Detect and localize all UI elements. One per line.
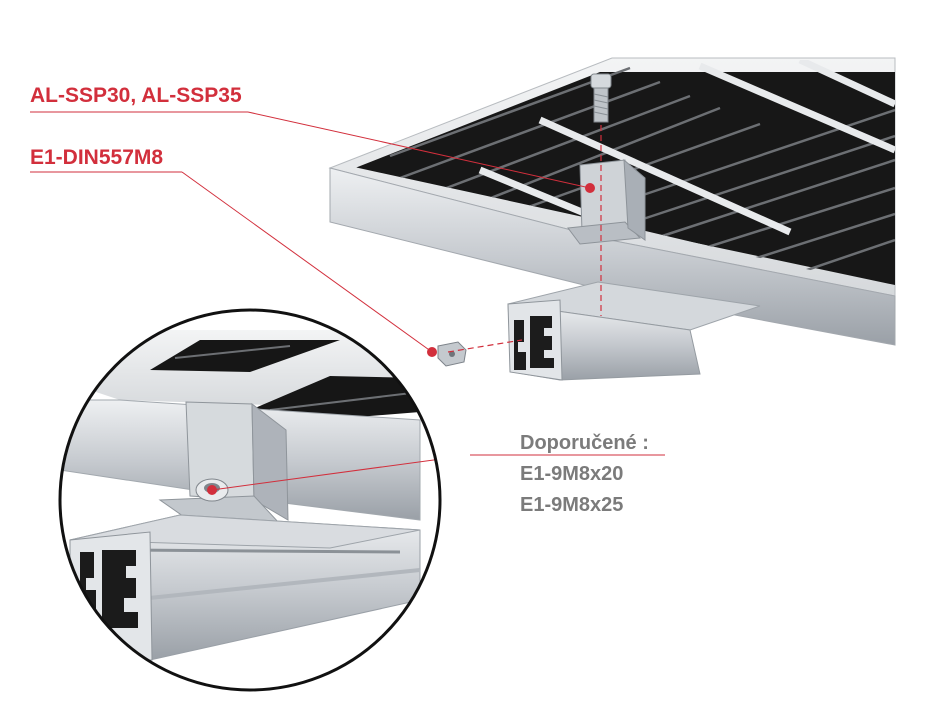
recommendation-block: Doporučené : E1-9M8x20 E1-9M8x25 <box>520 428 649 521</box>
clamp-part-label: AL-SSP30, AL-SSP35 <box>30 84 242 107</box>
solar-panel-assembly <box>328 57 896 381</box>
detail-zoom <box>58 308 665 692</box>
recommendation-heading: Doporučené : <box>520 432 649 454</box>
end-clamp <box>579 159 629 233</box>
callout-leaders <box>30 111 602 357</box>
rail-profile-slots <box>514 316 554 370</box>
recommendation-option: E1-9M8x20 <box>520 463 624 485</box>
recommendation-option: E1-9M8x25 <box>520 494 624 516</box>
clamp-marker <box>585 183 595 193</box>
detail-marker <box>207 485 217 495</box>
nut-marker <box>427 347 437 357</box>
nut-part-label: E1-DIN557M8 <box>30 146 164 169</box>
end-clamp-foot <box>567 221 642 245</box>
